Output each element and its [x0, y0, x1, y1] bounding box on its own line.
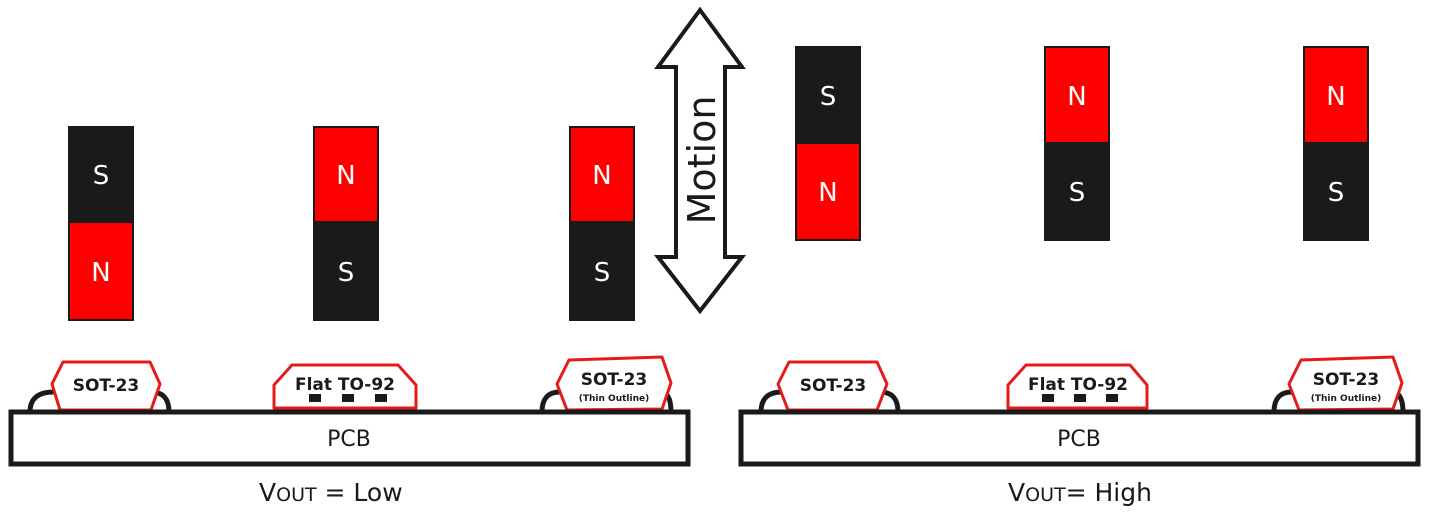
magnet-right-3: N S: [1303, 46, 1369, 241]
pole-label: N: [336, 161, 355, 191]
package-pin: [342, 394, 354, 402]
package-label: SOT-23: [73, 376, 140, 396]
sot23-thin-package-left: SOT-23 (Thin Outline): [539, 355, 674, 413]
package-lead: [27, 389, 55, 413]
pole-label: S: [338, 258, 355, 288]
package-sublabel: (Thin Outline): [579, 394, 649, 404]
vout-low-label: VOUT = Low: [259, 478, 403, 507]
magnet-north-pole: [68, 221, 134, 321]
magnet-right-2: N S: [1044, 46, 1110, 241]
pcb-board-right: PCB: [738, 409, 1421, 467]
pcb-board-left: PCB: [8, 409, 691, 467]
pole-label: N: [592, 161, 611, 191]
package-label: SOT-23: [581, 370, 648, 390]
sot23-package-right: SOT-23: [758, 360, 901, 413]
pole-label: S: [1069, 178, 1086, 208]
magnet-left-1: S N: [68, 126, 134, 321]
package-pin: [375, 394, 387, 402]
pole-label: N: [1067, 82, 1086, 112]
sot23-package-left: SOT-23: [27, 360, 172, 413]
package-label: Flat TO-92: [295, 375, 395, 395]
package-lead: [539, 389, 561, 413]
package-sublabel: (Thin Outline): [1311, 394, 1381, 404]
flat-to92-package-right: Flat TO-92: [1006, 363, 1149, 410]
magnet-left-3: N S: [569, 126, 635, 321]
pcb-outline: [8, 409, 691, 467]
pole-label: S: [1328, 178, 1345, 208]
pole-label: N: [91, 258, 110, 288]
package-lead: [1271, 389, 1293, 413]
package-label: SOT-23: [800, 376, 867, 396]
pcb-label: PCB: [1057, 427, 1101, 452]
package-pin: [1106, 394, 1118, 402]
flat-to92-package-left: Flat TO-92: [272, 363, 418, 410]
package-pin: [309, 394, 321, 402]
motion-arrow: [653, 6, 747, 315]
magnet-south-pole: [68, 126, 134, 223]
magnet-north-pole: [795, 142, 861, 241]
package-pin: [1042, 394, 1054, 402]
motion-label: Motion: [680, 96, 724, 225]
magnet-south-pole: [1044, 142, 1110, 241]
package-body: [1287, 355, 1404, 412]
magnet-left-2: N S: [313, 126, 379, 321]
magnet-south-pole: [569, 221, 635, 321]
magnet-south-pole: [313, 221, 379, 321]
vout-high-label: VOUT= High: [1008, 478, 1152, 507]
pole-label: N: [818, 178, 837, 208]
pole-label: S: [820, 82, 837, 112]
package-label: Flat TO-92: [1028, 375, 1128, 395]
pole-label: S: [93, 161, 110, 191]
magnet-south-pole: [795, 46, 861, 144]
magnet-right-1: S N: [795, 46, 861, 241]
package-body: [555, 355, 673, 412]
double-arrow-vertical-icon: Motion: [653, 6, 747, 315]
sot23-thin-package-right: SOT-23 (Thin Outline): [1271, 355, 1406, 413]
package-pin: [1074, 394, 1086, 402]
pole-label: S: [594, 258, 611, 288]
package-lead: [758, 389, 783, 413]
pcb-outline: [738, 409, 1421, 467]
pole-label: N: [1326, 82, 1345, 112]
pcb-label: PCB: [327, 427, 371, 452]
magnet-north-pole: [1303, 46, 1369, 144]
magnet-north-pole: [1044, 46, 1110, 144]
magnet-south-pole: [1303, 142, 1369, 241]
package-label: SOT-23: [1313, 370, 1380, 390]
